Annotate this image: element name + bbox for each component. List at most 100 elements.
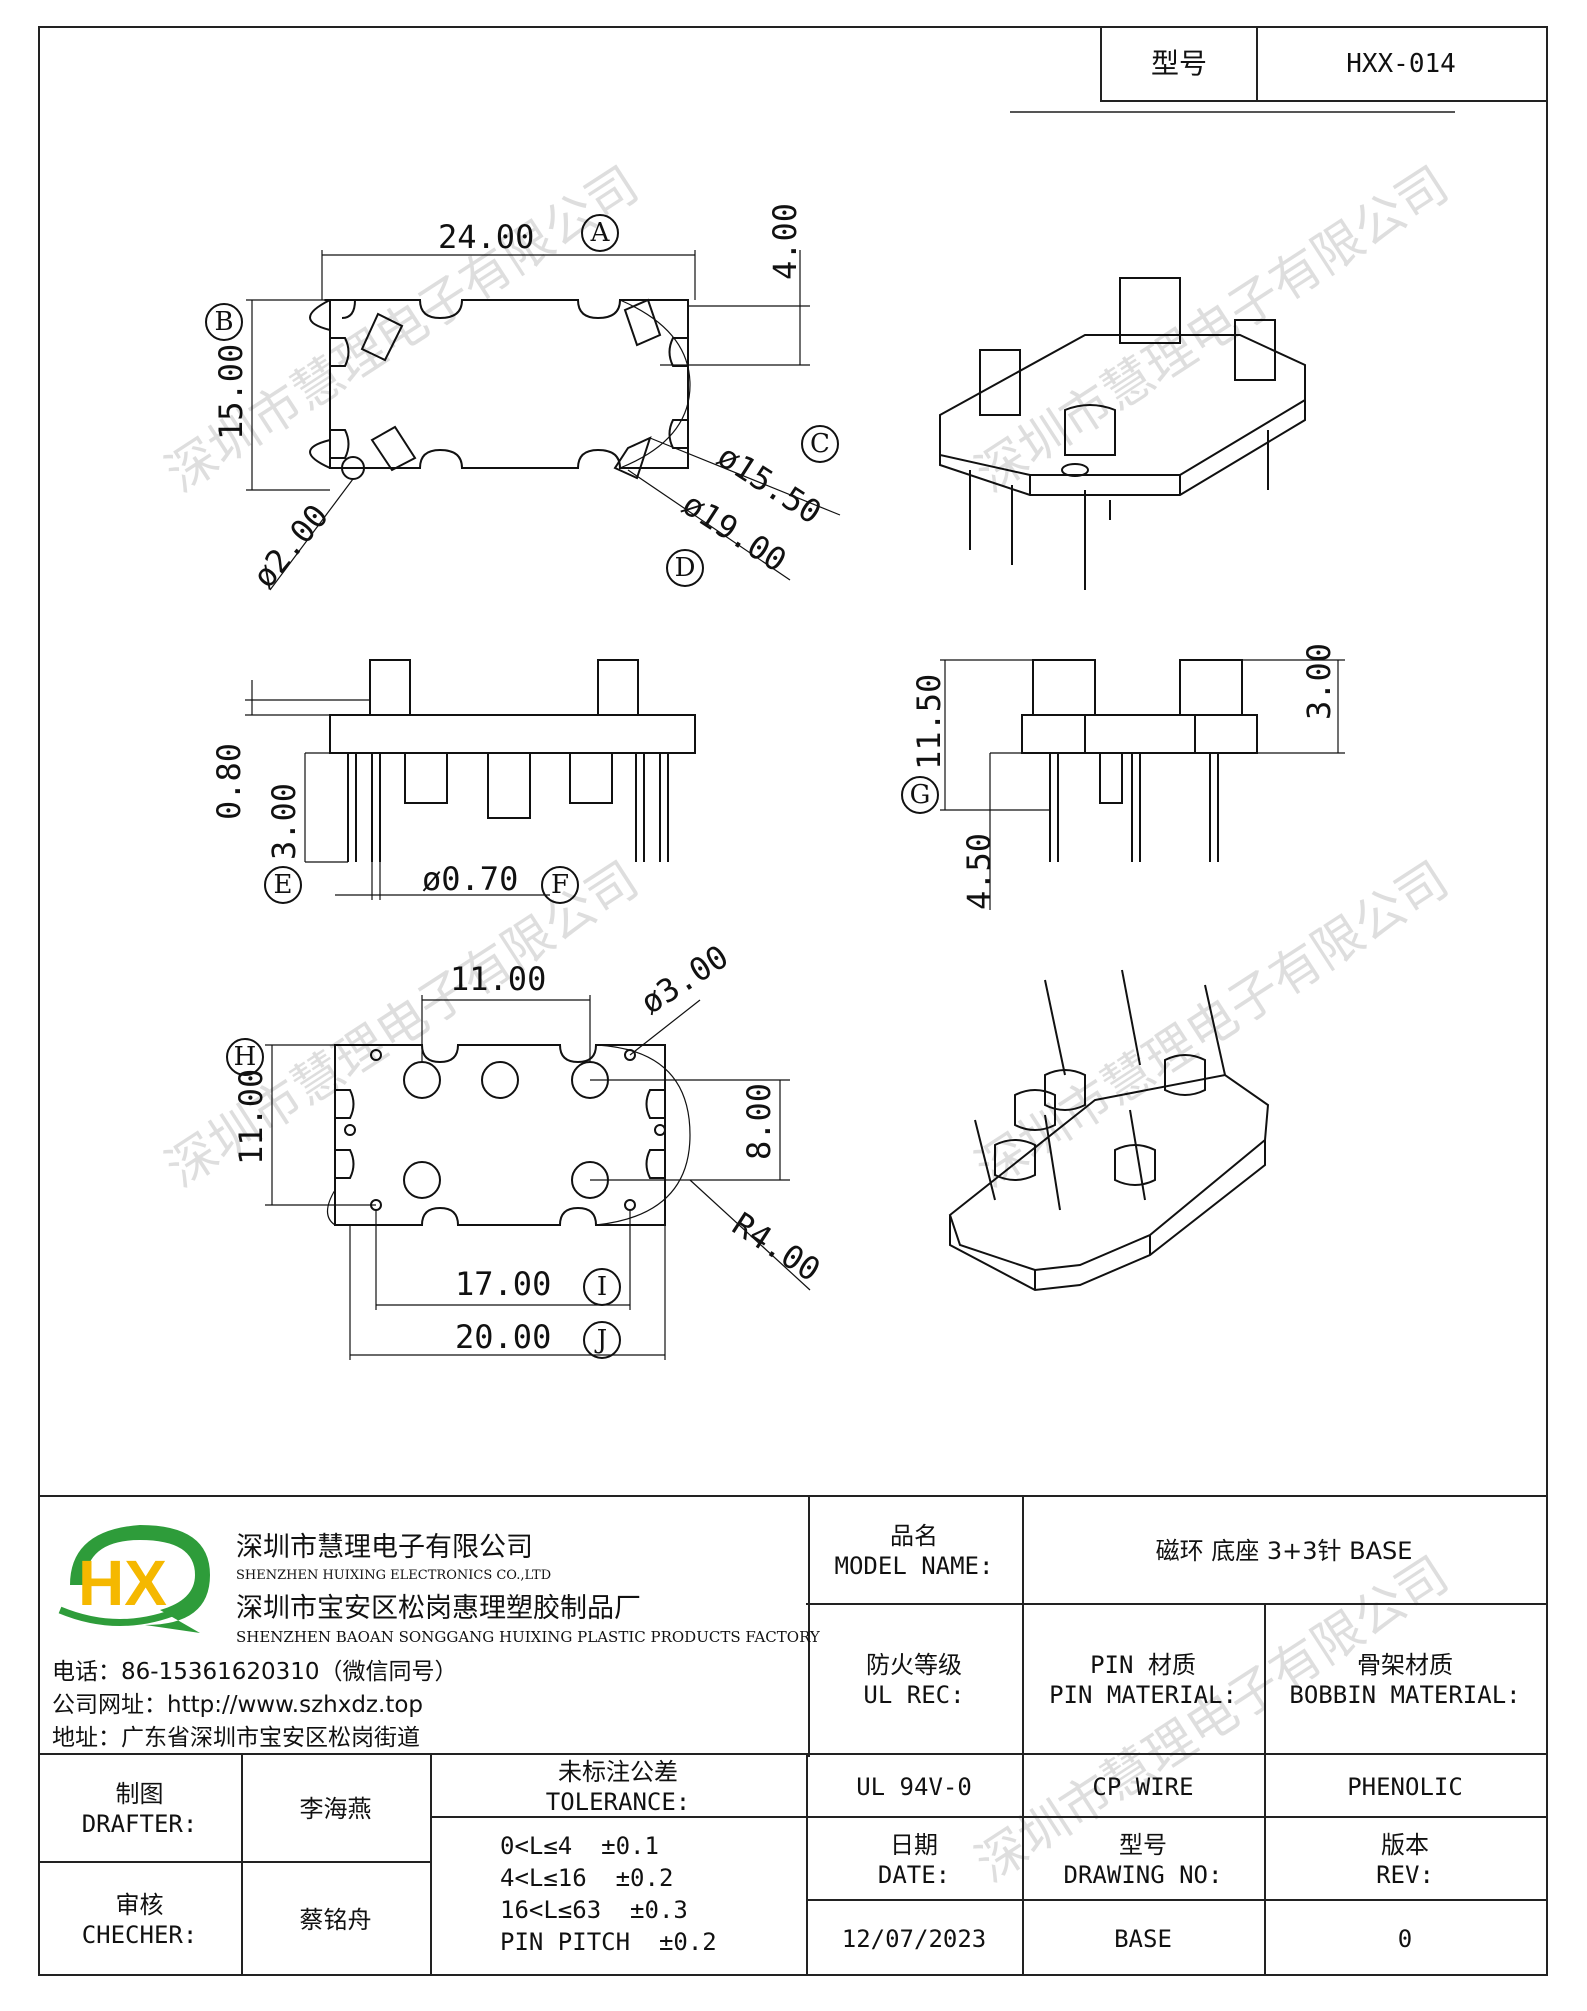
- date-cn: 日期: [890, 1830, 938, 1859]
- model-label: 型号: [1150, 47, 1207, 80]
- callout-f: F: [551, 870, 569, 900]
- pin-value: CP WIRE: [1092, 1772, 1194, 1801]
- dim-bottom-11: 11.00: [450, 960, 546, 998]
- dim-hole: ø2.00: [245, 497, 336, 595]
- bobbin-cn: 骨架材质: [1357, 1651, 1453, 1679]
- bobbin-label-cell: 骨架材质 BOBBIN MATERIAL:: [1264, 1603, 1548, 1755]
- factory-name-en: SHENZHEN BAOAN SONGGANG HUIXING PLASTIC …: [236, 1628, 820, 1646]
- model-value: HXX-014: [1346, 49, 1456, 79]
- callout-b: B: [214, 307, 233, 337]
- top-slot-4: [613, 436, 652, 480]
- company-website: 公司网址：http://www.szhxdz.top: [52, 1692, 424, 1718]
- dim-side-450: 4.50: [960, 833, 998, 910]
- bobbin-value: PHENOLIC: [1347, 1772, 1463, 1801]
- date-value: 12/07/2023: [841, 1924, 987, 1953]
- callout-c: C: [810, 429, 830, 459]
- tolerance-label-cell: 未标注公差 TOLERANCE:: [430, 1753, 808, 1818]
- company-logo: HX: [58, 1525, 210, 1633]
- checker-label-cell: 审核 CHECHER:: [38, 1861, 243, 1976]
- callout-j: J: [594, 1325, 607, 1355]
- top-view-outline: [329, 299, 689, 469]
- bobbin-en: BOBBIN MATERIAL:: [1289, 1681, 1521, 1709]
- drawing-no-en: DRAWING NO:: [1063, 1860, 1223, 1889]
- date-label-cell: 日期 DATE:: [806, 1816, 1024, 1901]
- side-view-left: 0.80 3.00 ø0.70 E F: [210, 659, 696, 904]
- tolerance-en: TOLERANCE:: [545, 1787, 691, 1816]
- dim-side-300: 3.00: [265, 783, 303, 860]
- drawing-no-label-cell: 型号 DRAWING NO:: [1022, 1816, 1266, 1901]
- tolerance-line-3: 16<L≤63 ±0.3: [500, 1896, 688, 1924]
- dim-bottom-300: ø3.00: [634, 937, 735, 1021]
- drafter-name-cell: 李海燕: [241, 1753, 432, 1863]
- bottom-view: 11.00 11.00 8.00 ø3.00 R4.00 17.00 20.00…: [226, 937, 827, 1360]
- ul-value-cell: UL 94V-0: [806, 1753, 1024, 1818]
- company-box: [38, 1495, 810, 1757]
- drawing-no-cn: 型号: [1119, 1830, 1167, 1859]
- dim-top-right: 4.00: [766, 203, 804, 280]
- top-slot-2: [623, 298, 662, 347]
- bobbin-value-cell: PHENOLIC: [1264, 1753, 1548, 1818]
- top-slot-1: [360, 312, 404, 362]
- company-name-cn: 深圳市慧理电子有限公司: [236, 1532, 533, 1563]
- ul-label-cell: 防火等级 UL REC:: [806, 1603, 1024, 1755]
- model-name-value-cell: 磁环 底座 3+3针 BASE: [1022, 1495, 1548, 1605]
- model-name-label-cell: 品名 MODEL NAME:: [806, 1495, 1024, 1605]
- callout-a: A: [590, 218, 611, 248]
- ul-en: UL REC:: [863, 1681, 965, 1709]
- callout-d: D: [675, 553, 696, 583]
- pin-cn: PIN 材质: [1090, 1651, 1196, 1679]
- dim-a: 24.00: [438, 218, 534, 256]
- callout-i-circle: [583, 1268, 621, 1306]
- tolerance-list-cell: 0<L≤4 ±0.1 4<L≤16 ±0.2 16<L≤63 ±0.3 PIN …: [430, 1816, 808, 1976]
- drawing-no-value: BASE: [1114, 1924, 1172, 1953]
- tolerance-line-2: 4<L≤16 ±0.2: [500, 1864, 674, 1892]
- date-en: DATE:: [877, 1860, 951, 1889]
- drafter-en: DRAFTER:: [81, 1810, 198, 1838]
- model-name-value: 磁环 底座 3+3针 BASE: [1155, 1537, 1413, 1565]
- logo-letters: HX: [78, 1547, 167, 1619]
- drafter-label-cell: 制图 DRAFTER:: [38, 1753, 243, 1863]
- callout-b-circle: [205, 303, 243, 341]
- callout-j-circle: [583, 1321, 621, 1359]
- model-value-cell: HXX-014: [1256, 26, 1548, 102]
- callout-f-circle: [541, 866, 579, 904]
- company-name-en: SHENZHEN HUIXING ELECTRONICS CO.,LTD: [236, 1568, 552, 1583]
- model-name-en: MODEL NAME:: [834, 1552, 994, 1580]
- ul-cn: 防火等级: [866, 1651, 962, 1679]
- callout-g: G: [910, 780, 931, 810]
- rev-value: 0: [1397, 1924, 1413, 1953]
- checker-en: CHECHER:: [81, 1920, 198, 1949]
- model-label-cell: 型号: [1100, 26, 1258, 102]
- top-slot-3: [370, 425, 417, 472]
- dim-bottom-800: 8.00: [740, 1083, 778, 1160]
- pin-en: PIN MATERIAL:: [1049, 1681, 1237, 1709]
- dim-side-1150: 11.50: [910, 674, 948, 770]
- dim-side-080: 0.80: [210, 743, 248, 820]
- dim-r400: R4.00: [726, 1205, 827, 1289]
- pin-value-cell: CP WIRE: [1022, 1753, 1266, 1818]
- callout-c-circle: [801, 425, 839, 463]
- tolerance-line-4: PIN PITCH ±0.2: [500, 1928, 717, 1956]
- tolerance-cn: 未标注公差: [558, 1757, 678, 1786]
- callout-h-circle: [226, 1038, 264, 1076]
- rev-cn: 版本: [1381, 1830, 1429, 1859]
- side-view-right: 11.50 3.00 4.50 G: [901, 643, 1345, 910]
- date-value-cell: 12/07/2023: [806, 1899, 1024, 1976]
- model-name-cn: 品名: [890, 1522, 938, 1550]
- drawing-no-value-cell: BASE: [1022, 1899, 1266, 1976]
- drafter-name: 李海燕: [299, 1795, 372, 1823]
- drafter-cn: 制图: [115, 1780, 164, 1808]
- callout-h: H: [234, 1042, 257, 1072]
- tolerance-line-1: 0<L≤4 ±0.1: [500, 1832, 659, 1860]
- callout-e: E: [274, 870, 293, 900]
- checker-name: 蔡铭舟: [299, 1905, 372, 1934]
- dim-pin-dia: ø0.70: [422, 860, 518, 898]
- dim-bottom-1100: 11.00: [232, 1069, 270, 1165]
- dim-j: 20.00: [455, 1318, 551, 1356]
- dim-b: 15.00: [212, 344, 250, 440]
- rev-value-cell: 0: [1264, 1899, 1548, 1976]
- company-phone: 电话：86-15361620310（微信同号）: [52, 1659, 458, 1685]
- dim-side-300b: 3.00: [1300, 643, 1338, 720]
- checker-cn: 审核: [115, 1890, 164, 1919]
- iso-view-bottom: [948, 969, 1270, 1292]
